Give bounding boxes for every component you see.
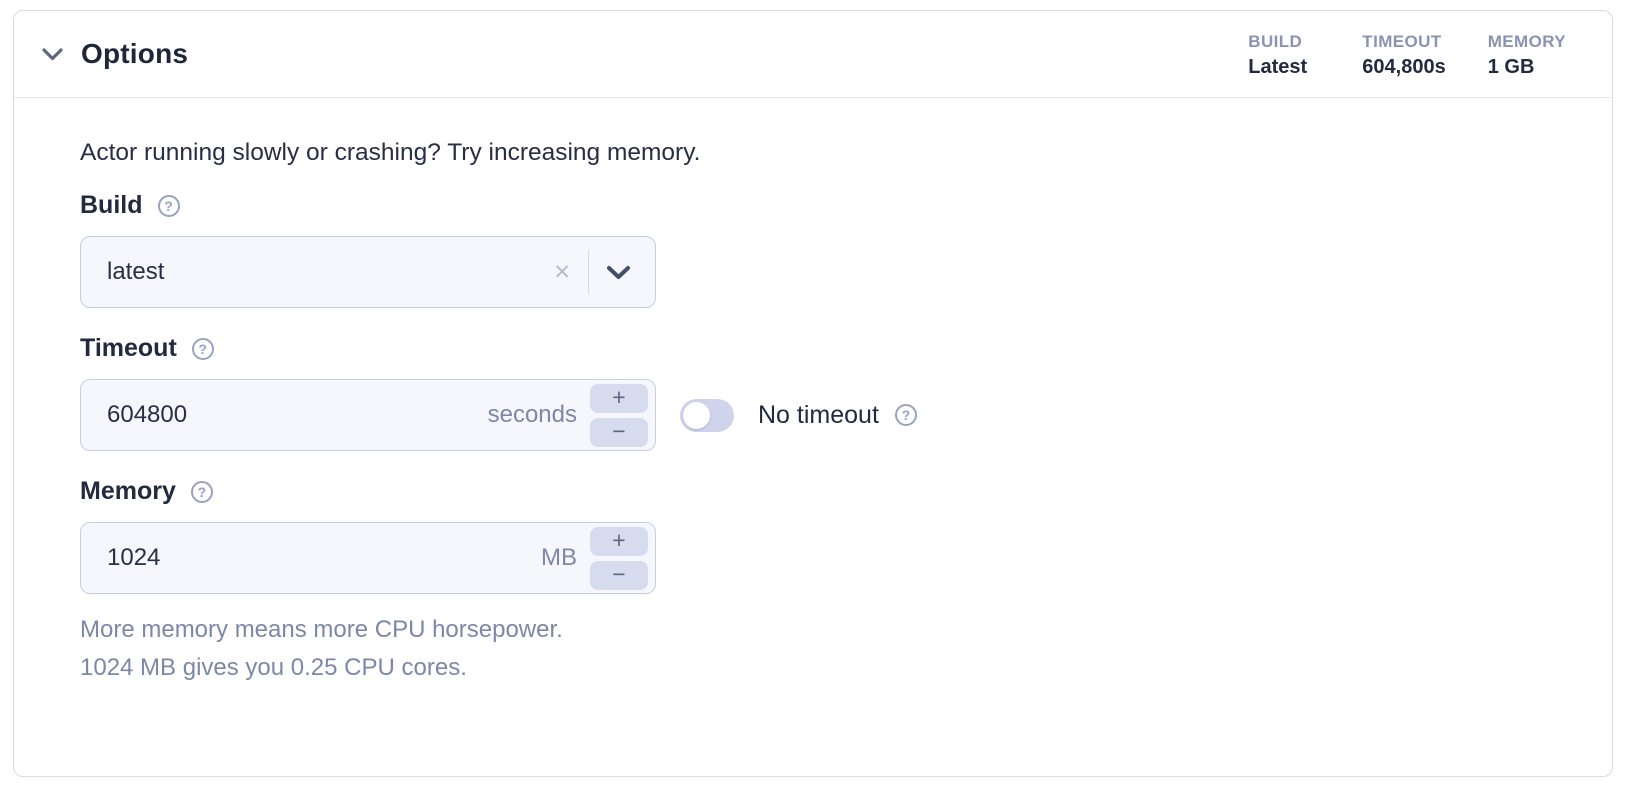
memory-increment-button[interactable]: + <box>590 526 648 556</box>
summary-memory-label: MEMORY <box>1487 31 1566 51</box>
summary-memory-value: 1 GB <box>1487 55 1535 78</box>
timeout-field: Timeout ? seconds + − No timeout <box>80 334 1566 451</box>
summary-timeout: TIMEOUT 604,800s <box>1362 32 1445 79</box>
options-header-left: Options <box>41 38 188 70</box>
options-body: Actor running slowly or crashing? Try in… <box>14 98 1612 687</box>
timeout-label: Timeout <box>80 334 177 362</box>
timeout-help-icon[interactable]: ? <box>191 337 214 360</box>
timeout-row: seconds + − No timeout ? <box>80 379 1566 451</box>
no-timeout-help-icon[interactable]: ? <box>894 404 917 426</box>
timeout-increment-button[interactable]: + <box>590 383 648 413</box>
memory-hint-line1: More memory means more CPU horsepower. <box>80 616 563 643</box>
memory-label-row: Memory ? <box>80 477 1566 506</box>
build-clear-icon[interactable]: ✕ <box>553 260 571 284</box>
collapse-chevron-icon[interactable] <box>41 47 64 62</box>
no-timeout-toggle[interactable] <box>680 398 734 432</box>
options-summary: BUILD Latest TIMEOUT 604,800s MEMORY 1 G… <box>1248 30 1566 79</box>
memory-stepper: + − <box>590 526 648 590</box>
timeout-label-row: Timeout ? <box>80 334 1566 363</box>
toggle-knob <box>683 401 710 429</box>
timeout-input-group[interactable]: seconds + − <box>80 379 656 451</box>
build-input[interactable] <box>107 258 554 286</box>
memory-unit: MB <box>541 544 577 571</box>
build-select[interactable]: ✕ <box>80 236 656 308</box>
options-panel: Options BUILD Latest TIMEOUT 604,800s ME… <box>13 10 1613 777</box>
build-help-icon[interactable]: ? <box>157 194 180 217</box>
memory-label: Memory <box>80 477 176 505</box>
memory-help-icon[interactable]: ? <box>190 480 213 503</box>
summary-build: BUILD Latest <box>1248 32 1320 79</box>
memory-hint: More memory means more CPU horsepower. 1… <box>80 611 1566 687</box>
memory-decrement-button[interactable]: − <box>590 560 648 590</box>
summary-build-label: BUILD <box>1248 31 1303 51</box>
timeout-decrement-button[interactable]: − <box>590 417 648 447</box>
build-select-divider <box>588 250 589 294</box>
build-field: Build ? ✕ <box>80 191 1566 308</box>
build-label-row: Build ? <box>80 191 1566 220</box>
summary-timeout-label: TIMEOUT <box>1362 31 1442 51</box>
no-timeout-row: No timeout ? <box>680 398 917 432</box>
timeout-unit: seconds <box>487 401 577 428</box>
panel-title: Options <box>81 38 189 69</box>
memory-hint-line2: 1024 MB gives you 0.25 CPU cores. <box>80 654 467 681</box>
build-label: Build <box>80 191 143 219</box>
summary-timeout-value: 604,800s <box>1362 55 1446 78</box>
no-timeout-label: No timeout <box>758 400 879 429</box>
summary-build-value: Latest <box>1248 55 1308 78</box>
intro-text: Actor running slowly or crashing? Try in… <box>80 139 701 166</box>
timeout-stepper: + − <box>590 383 648 447</box>
options-header[interactable]: Options BUILD Latest TIMEOUT 604,800s ME… <box>14 11 1612 98</box>
summary-memory: MEMORY 1 GB <box>1488 32 1566 79</box>
build-chevron-down-icon[interactable] <box>605 264 632 281</box>
memory-input[interactable] <box>107 544 541 572</box>
timeout-input[interactable] <box>107 401 488 429</box>
memory-input-group[interactable]: MB + − <box>80 522 656 594</box>
memory-field: Memory ? MB + − More memory means more C… <box>80 477 1566 687</box>
